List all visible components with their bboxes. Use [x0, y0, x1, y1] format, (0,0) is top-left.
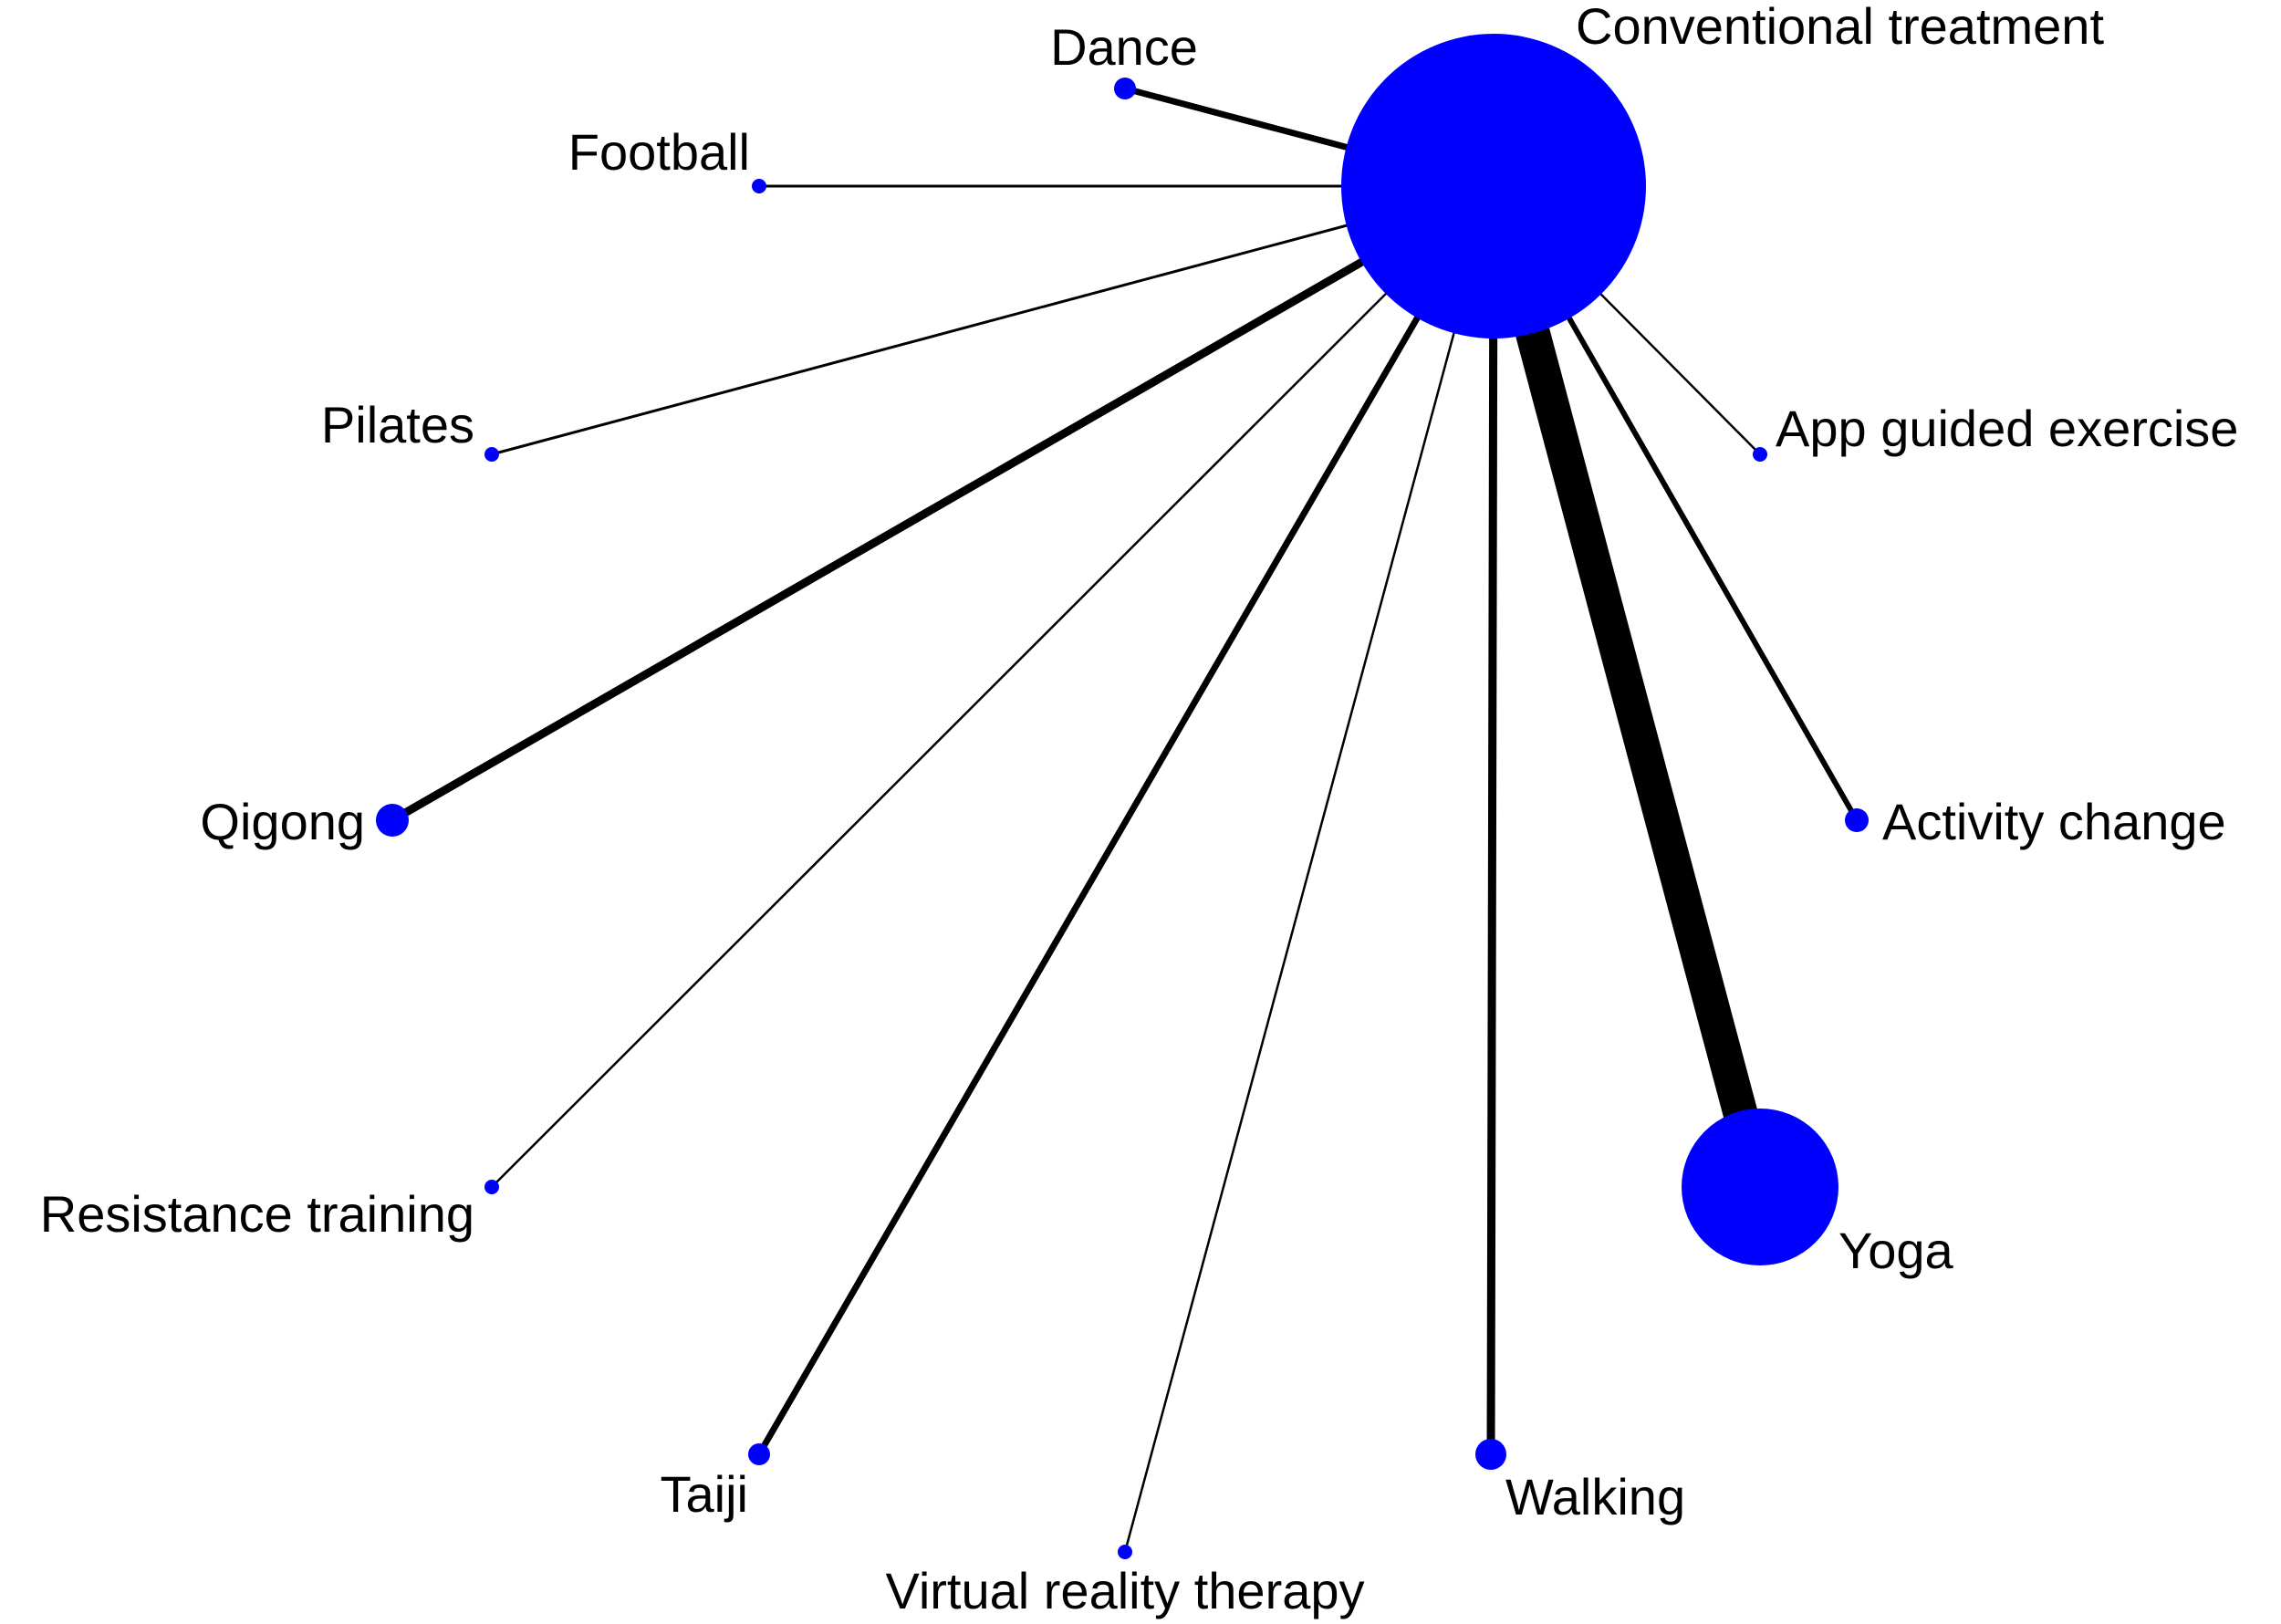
- edge-conventional-treatment-resistance-training: [491, 185, 1495, 1188]
- nodes-layer: [376, 34, 1869, 1559]
- label-resistance-training: Resistance training: [40, 1185, 474, 1243]
- label-taiji: Taiji: [661, 1465, 748, 1523]
- edge-conventional-treatment-yoga: [1476, 182, 1777, 1192]
- node-activity-change: [1845, 808, 1869, 832]
- label-dance: Dance: [1050, 18, 1198, 76]
- label-conventional-treatment: Conventional treatment: [1576, 0, 2104, 55]
- labels-layer: Conventional treatment DanceFootballPilat…: [40, 0, 2239, 1619]
- node-walking: [1475, 1439, 1506, 1470]
- edges-layer: [390, 85, 1859, 1553]
- edge-conventional-treatment-walking: [1486, 185, 1498, 1455]
- label-pilates: Pilates: [321, 396, 474, 453]
- node-pilates: [484, 447, 499, 462]
- label-qigong: Qigong: [200, 793, 365, 850]
- label-activity-change: Activity change: [1882, 793, 2226, 850]
- edge-conventional-treatment-pilates: [491, 184, 1495, 456]
- label-football: Football: [568, 123, 750, 181]
- label-yoga: Yoga: [1838, 1222, 1954, 1279]
- label-walking: Walking: [1505, 1468, 1685, 1525]
- node-resistance-training: [484, 1180, 499, 1194]
- edge-conventional-treatment-virtual-reality-therapy: [1123, 185, 1495, 1553]
- node-football: [752, 179, 766, 193]
- label-virtual-reality-therapy: Virtual reality therapy: [886, 1562, 1365, 1619]
- edge-conventional-treatment-taiji: [755, 184, 1497, 1456]
- node-app-guided-exercise: [1753, 447, 1767, 462]
- edge-conventional-treatment-qigong: [390, 182, 1496, 824]
- node-dance: [1114, 78, 1136, 99]
- node-yoga: [1682, 1109, 1838, 1265]
- node-virtual-reality-therapy: [1118, 1545, 1132, 1559]
- node-conventional-treatment: [1341, 34, 1646, 338]
- node-taiji: [748, 1443, 770, 1465]
- node-qigong: [376, 804, 409, 837]
- label-app-guided-exercise: App guided exercise: [1776, 400, 2238, 457]
